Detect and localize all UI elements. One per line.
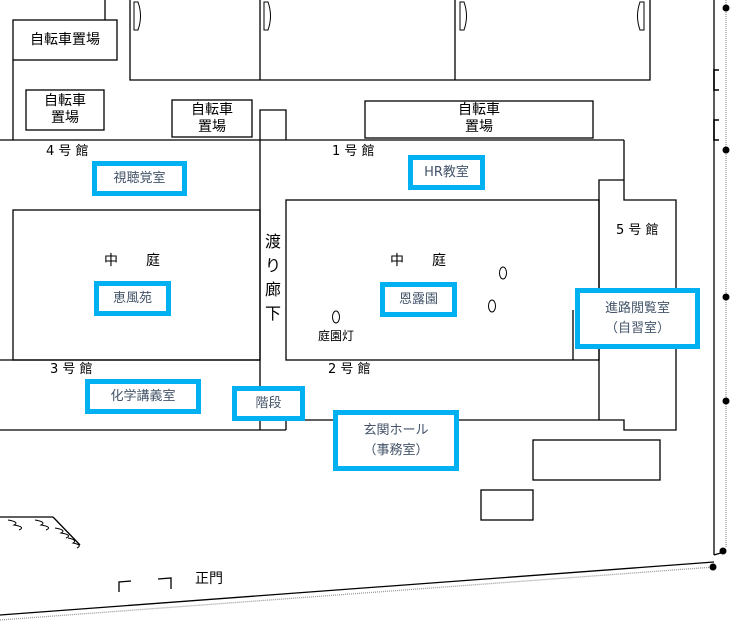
building-1-label: 1 号 館 (332, 144, 375, 159)
building-4-label: 4 号 館 (46, 144, 89, 159)
chem-room-highlight[interactable]: 化学講義室 (85, 379, 201, 414)
corridor-char: 廊 (264, 280, 281, 299)
bicycle-parking-label: 置場 (198, 119, 226, 135)
entrance-hall-label: 玄関ホール (363, 422, 429, 438)
lamp-icons (332, 266, 507, 324)
stairs-label: 階段 (255, 395, 282, 411)
bicycle-parking-2: 自転車置場 (26, 93, 104, 127)
corridor-label: 渡 り 廊 下 (263, 230, 283, 326)
bicycle-parking-label: 自転車 (191, 102, 233, 118)
hr-room-label: HR教室 (424, 164, 469, 180)
bicycle-parking-3: 自転車置場 (172, 102, 252, 136)
keifuen-label: 恵風苑 (112, 290, 152, 306)
bicycle-parking-4: 自転車置場 (365, 102, 593, 136)
chem-room-label: 化学講義室 (110, 388, 176, 404)
courtyard-right-label: 中 庭 (390, 253, 446, 269)
entrance-hall-highlight[interactable]: 玄関ホール （事務室） (333, 410, 459, 471)
career-room-highlight[interactable]: 進路閲覧室 （自習室） (575, 288, 700, 349)
corridor-char: 下 (264, 304, 281, 323)
building-5-label: 5 号 館 (616, 223, 659, 238)
onroen-highlight[interactable]: 恩露園 (380, 282, 457, 317)
bicycle-parking-label: 自転車置場 (30, 32, 100, 48)
onroen-label: 恩露園 (398, 291, 438, 307)
bicycle-parking-1: 自転車置場 (13, 32, 117, 49)
career-room-sublabel: （自習室） (604, 320, 670, 336)
av-room-label: 視聴覚室 (113, 170, 166, 186)
keifuen-highlight[interactable]: 恵風苑 (94, 281, 171, 316)
career-room-label: 進路閲覧室 (604, 300, 670, 316)
building-2-label: 2 号 館 (328, 362, 371, 377)
corridor-char: り (264, 256, 281, 275)
entrance-hall-sublabel: （事務室） (363, 442, 429, 458)
corridor-char: 渡 (264, 232, 281, 251)
bicycle-parking-label: 置場 (51, 110, 79, 126)
building-3-label: 3 号 館 (50, 362, 93, 377)
main-gate-label: 正門 (195, 571, 223, 587)
hr-room-highlight[interactable]: HR教室 (408, 155, 485, 190)
av-room-highlight[interactable]: 視聴覚室 (92, 161, 187, 196)
bicycle-parking-label: 自転車 (44, 93, 86, 109)
courtyard-left-label: 中 庭 (104, 253, 160, 269)
bicycle-parking-label: 置場 (465, 119, 493, 135)
bicycle-parking-label: 自転車 (458, 102, 500, 118)
garden-light-label: 庭園灯 (318, 329, 355, 343)
stairs-highlight[interactable]: 階段 (232, 386, 305, 421)
